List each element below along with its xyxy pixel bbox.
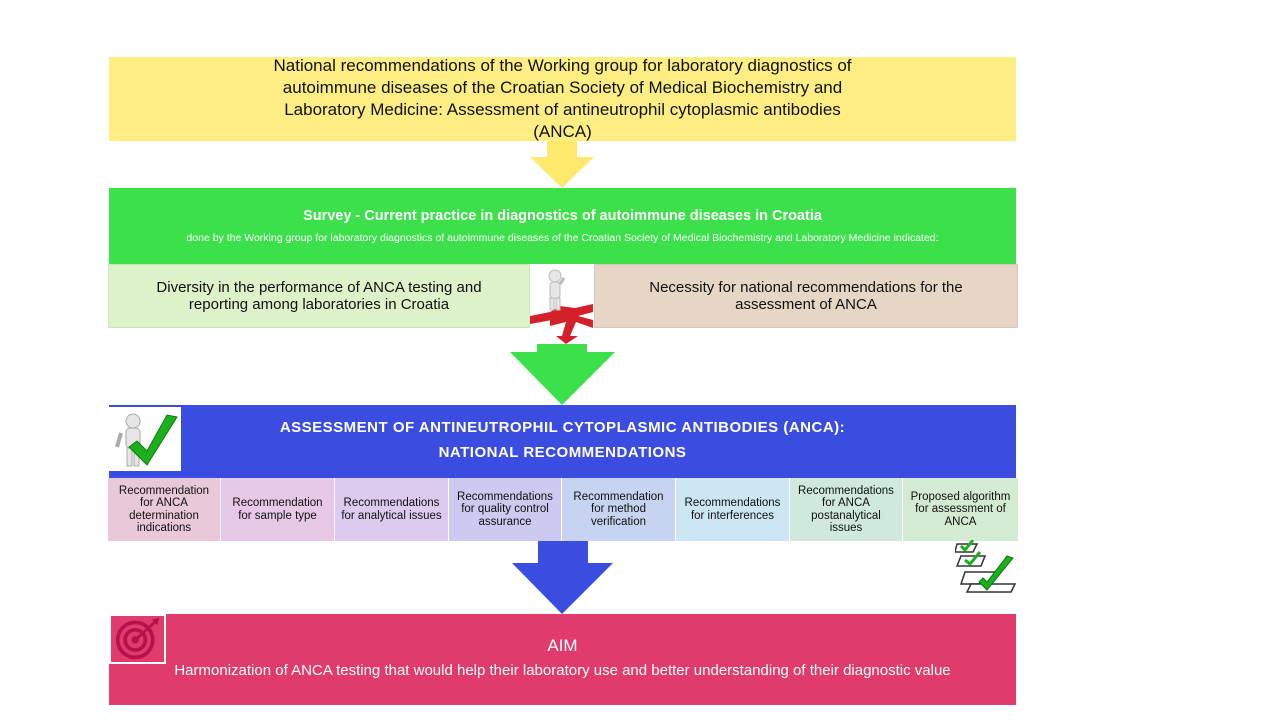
assessment-line2: NATIONAL RECOMMENDATIONS <box>438 444 687 461</box>
target-icon <box>109 614 166 664</box>
assessment-line1: ASSESSMENT OF ANTINEUTROPHIL CYTOPLASMIC… <box>279 419 846 436</box>
checkmark-figure-icon <box>107 407 181 471</box>
checklist-icon <box>955 540 1017 593</box>
assessment-box: ASSESSMENT OF ANTINEUTROPHIL CYTOPLASMIC… <box>109 405 1016 478</box>
recommendation-cell: Proposed algorithm for assessment of ANC… <box>903 478 1018 541</box>
finding-right: Necessity for national recommendations f… <box>594 264 1018 328</box>
arrow-down-icon <box>530 141 594 188</box>
aim-text: Harmonization of ANCA testing that would… <box>174 662 951 679</box>
finding-left-text: Diversity in the performance of ANCA tes… <box>156 279 482 313</box>
aim-box: AIM Harmonization of ANCA testing that w… <box>109 614 1016 705</box>
recommendation-cell: Recommendation for sample type <box>221 478 335 541</box>
aim-title: AIM <box>547 636 578 655</box>
arrow-down-icon <box>512 541 613 614</box>
recommendation-cell: Recommendations for quality control assu… <box>449 478 562 541</box>
recommendation-cell: Recommendations for analytical issues <box>335 478 449 541</box>
arrow-down-icon <box>510 344 615 405</box>
recommendation-cell: Recommendation for method verification <box>562 478 676 541</box>
crossroads-figure-icon <box>530 264 593 344</box>
recommendation-cell: Recommendation for ANCA determination in… <box>108 478 221 541</box>
recommendation-cell: Recommendations for interferences <box>676 478 790 541</box>
recommendation-cell: Recommendations for ANCA postanalytical … <box>790 478 903 541</box>
survey-box: Survey - Current practice in diagnostics… <box>109 188 1016 264</box>
recommendation-row: Recommendation for ANCA determination in… <box>108 478 1018 541</box>
survey-title: Survey - Current practice in diagnostics… <box>303 208 822 224</box>
finding-left: Diversity in the performance of ANCA tes… <box>108 264 530 328</box>
survey-subtitle: done by the Working group for laboratory… <box>186 232 939 244</box>
title-text: National recommendations of the Working … <box>273 56 852 141</box>
finding-right-text: Necessity for national recommendations f… <box>649 279 963 313</box>
title-box: National recommendations of the Working … <box>109 56 1016 141</box>
